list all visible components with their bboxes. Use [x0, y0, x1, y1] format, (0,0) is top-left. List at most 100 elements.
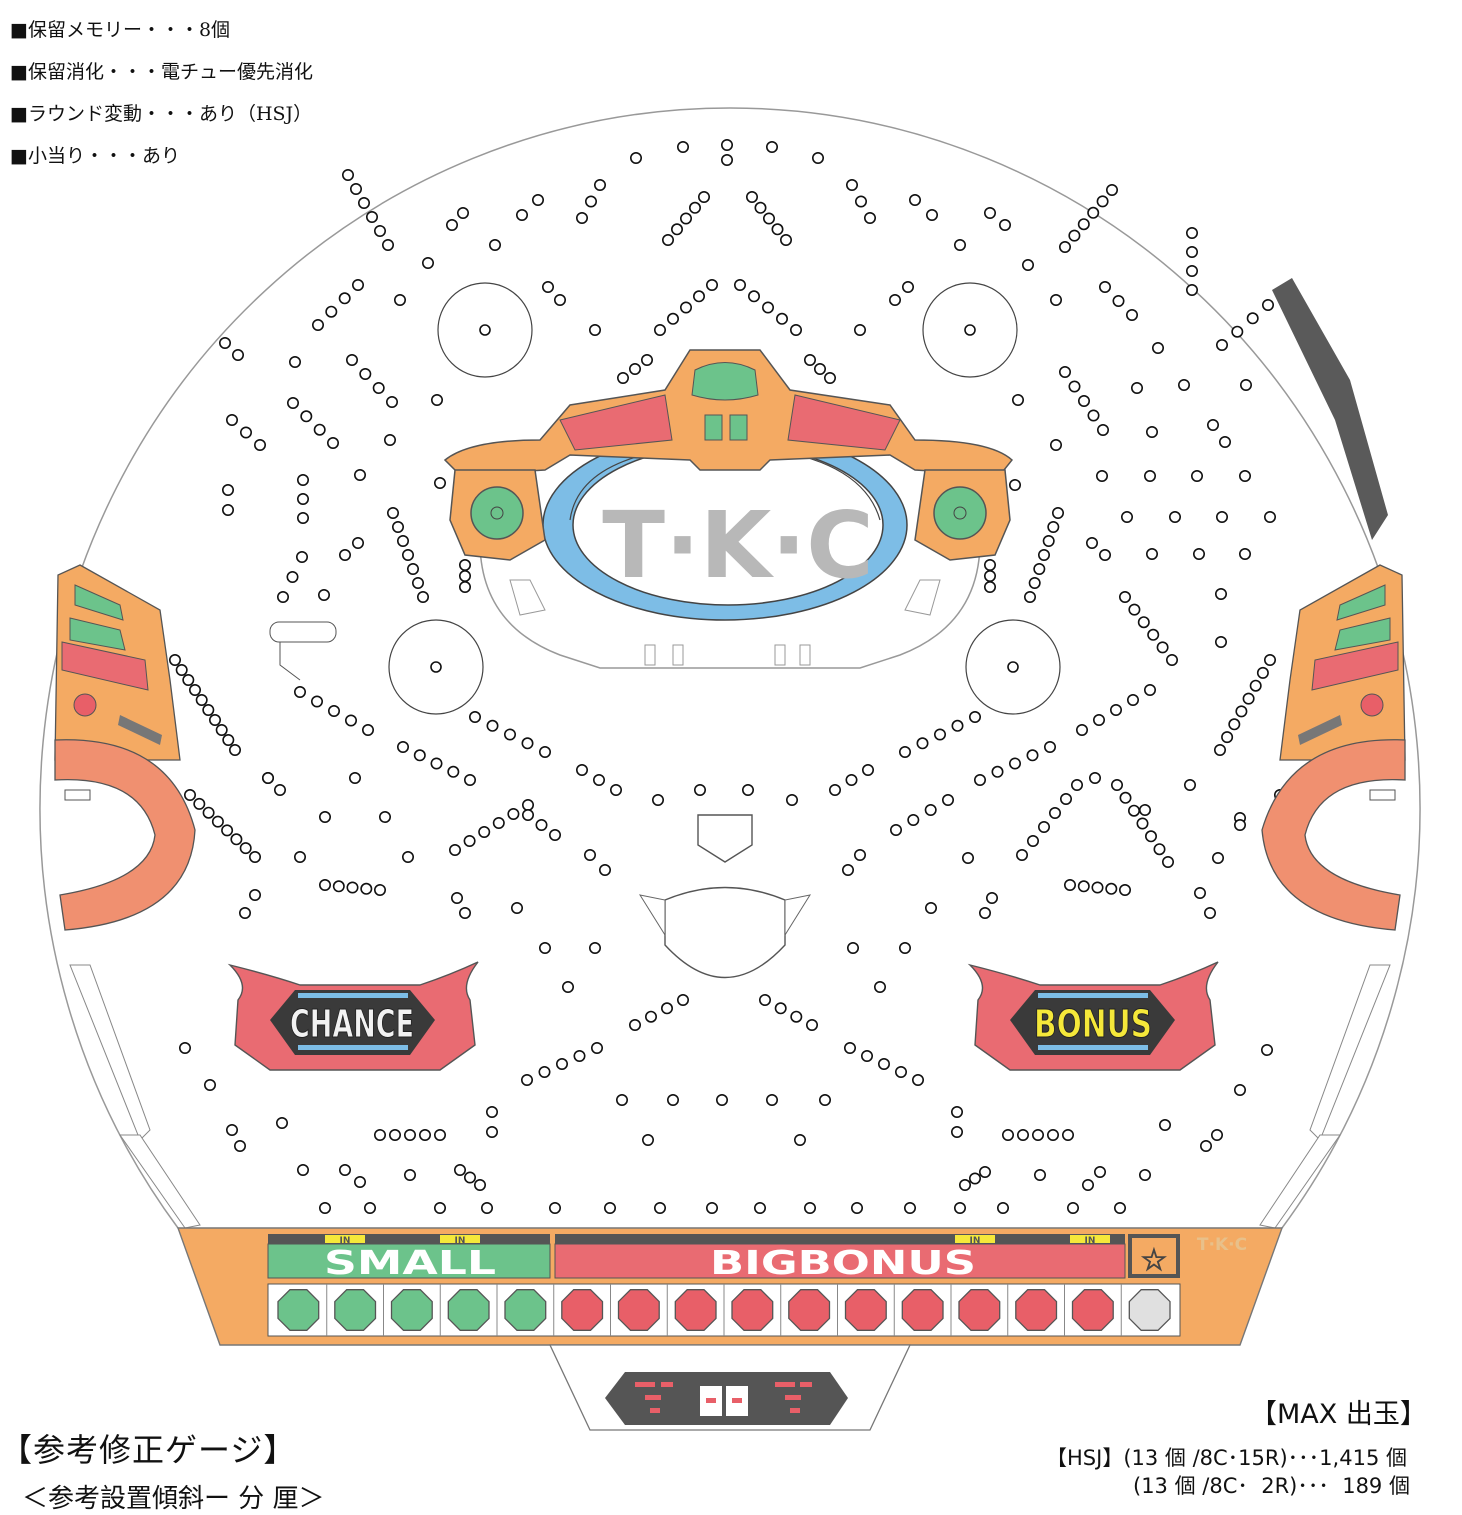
pin: [761, 301, 774, 314]
in-tag: IN: [340, 1236, 351, 1246]
pin: [1204, 906, 1217, 919]
pin: [1144, 683, 1157, 696]
pin: [403, 1129, 416, 1142]
small-lamp: [504, 1289, 547, 1331]
pin: [433, 476, 446, 489]
pin: [898, 941, 911, 954]
pin: [991, 765, 1004, 778]
pin: [1028, 576, 1041, 589]
pin: [983, 558, 996, 571]
bottom-band: ☆ IN IN IN IN SMALL BIGBONUS T·K·C: [177, 1227, 1283, 1431]
pin: [715, 1094, 728, 1107]
pin: [226, 413, 239, 426]
pin: [983, 207, 996, 220]
pin: [1261, 1044, 1274, 1057]
pin: [898, 745, 911, 758]
pin: [1186, 283, 1199, 296]
pin: [1047, 1129, 1060, 1142]
pin: [785, 793, 798, 806]
pin: [697, 191, 710, 204]
pin: [463, 834, 476, 847]
pin: [1211, 1129, 1224, 1142]
pin: [1119, 883, 1132, 896]
pin: [629, 152, 642, 165]
pin: [1094, 1166, 1107, 1179]
pin: [401, 850, 414, 863]
pin: [391, 520, 404, 533]
pin: [1235, 705, 1248, 718]
pin: [1166, 653, 1179, 666]
pin: [1216, 510, 1229, 523]
pin: [360, 882, 373, 895]
pin: [978, 906, 991, 919]
pin: [341, 169, 354, 182]
pin: [803, 353, 816, 366]
pin: [573, 1050, 586, 1063]
pin: [1186, 246, 1199, 259]
pin: [983, 580, 996, 593]
pin: [863, 212, 876, 225]
small-lamp: [390, 1289, 433, 1331]
pin: [575, 212, 588, 225]
pin: [254, 438, 267, 451]
pin: [1076, 723, 1089, 736]
pin: [901, 280, 914, 293]
pin: [907, 813, 920, 826]
pin: [433, 1129, 446, 1142]
pin: [598, 863, 611, 876]
pin: [1078, 394, 1091, 407]
pin: [1064, 878, 1077, 891]
max-payout-line-2r: (13 個 /8C･ 2R)･･･ 189 個: [1133, 1474, 1410, 1498]
pin: [888, 293, 901, 306]
pin: [705, 1202, 718, 1215]
pin: [221, 824, 234, 837]
pin: [1038, 820, 1051, 833]
pin: [653, 1202, 666, 1215]
pin: [211, 815, 224, 828]
pin: [670, 223, 683, 236]
pin: [1156, 641, 1169, 654]
bigbonus-lamp: [674, 1289, 717, 1331]
pin: [973, 773, 986, 786]
pin: [553, 293, 566, 306]
pin: [478, 825, 491, 838]
pin: [1234, 1084, 1247, 1097]
pin: [388, 1129, 401, 1142]
pin: [510, 901, 523, 914]
pin: [1112, 294, 1125, 307]
pin: [179, 1042, 192, 1055]
pin: [1144, 469, 1157, 482]
pin: [450, 891, 463, 904]
pin: [854, 195, 867, 208]
pin: [385, 395, 398, 408]
pin: [628, 362, 641, 375]
pin: [925, 209, 938, 222]
pin: [488, 239, 501, 252]
pin: [169, 653, 182, 666]
pin: [968, 1172, 981, 1185]
pin: [182, 673, 195, 686]
pin: [453, 1164, 466, 1177]
pin: [1121, 510, 1134, 523]
pin: [344, 714, 357, 727]
pin: [1011, 393, 1024, 406]
pin: [363, 1202, 376, 1215]
pin: [758, 993, 771, 1006]
pin: [521, 798, 534, 811]
pin: [676, 141, 689, 154]
pin: [1200, 1140, 1213, 1153]
pin: [688, 201, 701, 214]
pin: [463, 773, 476, 786]
pin: [1059, 241, 1072, 254]
windmill-top-left: [437, 282, 533, 378]
pin: [1240, 378, 1253, 391]
pin: [275, 1117, 288, 1130]
pin: [1193, 547, 1206, 560]
pin: [575, 763, 588, 776]
pin: [1264, 510, 1277, 523]
pin: [503, 728, 516, 741]
pin: [202, 806, 215, 819]
bigbonus-lamp: [1015, 1289, 1058, 1331]
pin: [1086, 536, 1099, 549]
